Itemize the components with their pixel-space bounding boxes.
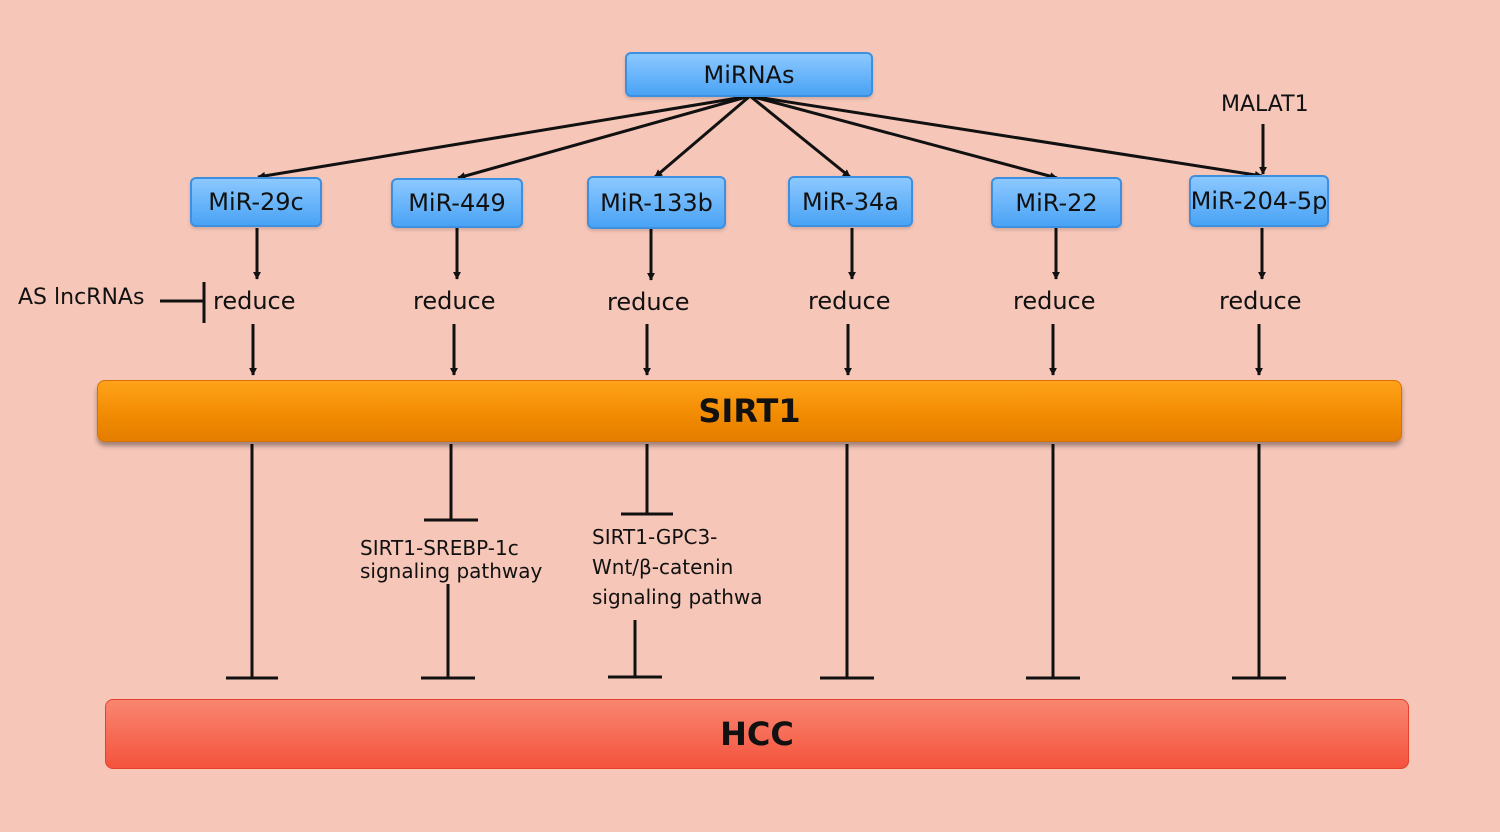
inhibit-sirt1-hcc-5 [1026, 444, 1080, 680]
gpc3-pathway-line-2: Wnt/β-catenin [592, 555, 734, 579]
inhibit-sirt1-hcc-6 [1232, 444, 1286, 680]
arrow-mirnas-to-mir-22 [749, 94, 1058, 181]
arrow-mirnas-to-mir-34a [749, 94, 851, 179]
inhibit-sirt1-srebp [424, 444, 478, 522]
sirt1-bar: SIRT1 [97, 380, 1402, 442]
gpc3-pathway-label: SIRT1-GPC3- Wnt/β-catenin signaling path… [592, 522, 763, 612]
inhibit-sirt1-gpc3 [621, 444, 673, 516]
mir-22-node: MiR-22 [991, 177, 1122, 228]
inhibit-as-lncrnas [160, 282, 206, 323]
hcc-bar: HCC [105, 699, 1409, 769]
gpc3-pathway-line-1: SIRT1-GPC3- [592, 525, 718, 549]
mir-449-node: MiR-449 [391, 178, 523, 228]
srebp-pathway-line-2: signaling pathway [360, 559, 543, 583]
gpc3-pathway-line-3: signaling pathwa [592, 585, 763, 609]
mir-29c-node: MiR-29c [190, 177, 322, 227]
arrow-mirnas-to-mir-29c [257, 94, 751, 180]
inhibit-gpc3-hcc [608, 620, 662, 679]
inhibit-sirt1-hcc-4 [820, 444, 874, 680]
inhibit-srebp-hcc [421, 584, 475, 680]
arrow-mirnas-to-mir-449 [457, 94, 751, 180]
arrow-mirnas-to-mir-133b [654, 94, 751, 179]
srebp-pathway-line-1: SIRT1-SREBP-1c [360, 536, 519, 560]
mir-204-5p-node: MiR-204-5p [1189, 175, 1329, 227]
reduce-label-5: reduce [1013, 287, 1096, 315]
reduce-label-6: reduce [1219, 287, 1302, 315]
srebp-pathway-label: SIRT1-SREBP-1c signaling pathway [360, 537, 542, 583]
reduce-label-1: reduce [213, 287, 296, 315]
inhibit-sirt1-hcc-1 [226, 444, 278, 680]
reduce-label-3: reduce [607, 288, 690, 316]
arrow-mirnas-to-mir-204-5p [749, 94, 1263, 179]
as-lncrnas-label: AS lncRNAs [18, 285, 145, 310]
reduce-label-4: reduce [808, 287, 891, 315]
reduce-label-2: reduce [413, 287, 496, 315]
mir-34a-node: MiR-34a [788, 176, 913, 227]
mir-133b-node: MiR-133b [587, 176, 726, 229]
mirnas-node: MiRNAs [625, 52, 873, 97]
malat1-label: MALAT1 [1221, 92, 1309, 117]
